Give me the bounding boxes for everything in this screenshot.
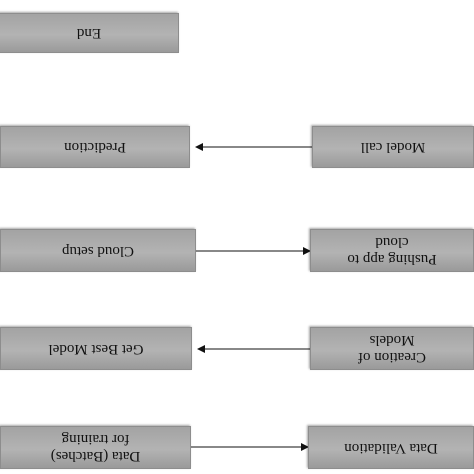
- node-pushing-app: Pushing app to cloud: [310, 229, 474, 272]
- node-get-best-model-label: Get Best Model: [48, 341, 144, 357]
- node-creation-of-models-label: Creation of Models: [358, 332, 426, 366]
- node-end-label: End: [76, 25, 102, 42]
- node-model-call: Model call: [312, 126, 474, 168]
- node-cloud-setup: Cloud setup: [0, 229, 196, 272]
- node-model-call-label: Model call: [360, 139, 426, 156]
- node-creation-of-models: Creation of Models: [310, 327, 474, 370]
- node-get-best-model: Get Best Model: [0, 327, 192, 370]
- node-cloud-setup-label: Cloud setup: [61, 243, 135, 259]
- node-data-batches-label: Data (Batches) for training: [50, 431, 141, 465]
- node-end: End: [0, 13, 179, 53]
- node-pushing-app-label: Pushing app to cloud: [347, 234, 437, 268]
- node-data-batches: Data (Batches) for training: [0, 426, 191, 469]
- node-data-validation-label: Data Validation: [344, 440, 438, 456]
- node-data-validation: Data Validation: [308, 426, 474, 469]
- node-prediction: Prediction: [0, 126, 190, 168]
- node-prediction-label: Prediction: [64, 139, 126, 156]
